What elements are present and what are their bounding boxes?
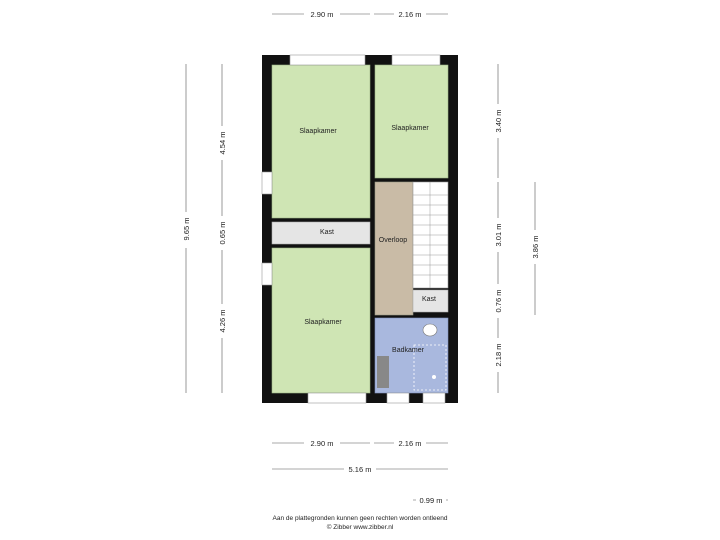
label-kast-left: Kast (320, 229, 334, 236)
label-slaapkamer-bottom-left: Slaapkamer (304, 319, 342, 326)
dim-bottom-right: 2.16 m (399, 439, 422, 448)
label-slaapkamer-top-right: Slaapkamer (391, 125, 429, 132)
dim-left-lower: 4.26 m (218, 310, 227, 333)
toilet (422, 323, 438, 337)
dim-right-1: 3.40 m (494, 110, 503, 133)
dim-right-4: 2.18 m (494, 344, 503, 367)
dim-left-mid: 0.65 m (218, 222, 227, 245)
room-slaapkamer-top-right (374, 64, 449, 179)
stair-steps (413, 182, 448, 288)
room-kast-right (412, 289, 449, 313)
dim-right-3: 0.76 m (494, 290, 503, 313)
room-kast-left (271, 221, 371, 245)
label-badkamer: Badkamer (392, 347, 425, 354)
label-overloop: Overloop (379, 237, 408, 244)
label-slaapkamer-top-left: Slaapkamer (299, 128, 337, 135)
shower (413, 344, 447, 391)
dim-total-width: 5.16 m (349, 465, 372, 474)
windows (261, 54, 446, 404)
dim-bottom-left: 2.90 m (311, 439, 334, 448)
dim-far-right: 3.86 m (531, 236, 540, 259)
shower-drain (432, 375, 436, 379)
dim-total-height: 9.65 m (182, 218, 191, 241)
dim-top-right: 2.16 m (399, 10, 422, 19)
dim-top-left: 2.90 m (311, 10, 334, 19)
dim-right-2: 3.01 m (494, 224, 503, 247)
label-kast-right: Kast (422, 296, 436, 303)
room-slaapkamer-bottom-left (271, 247, 371, 394)
room-overloop (374, 181, 414, 316)
footer-copyright: © Zibber www.zibber.nl (326, 524, 394, 531)
room-slaapkamer-top-left (271, 64, 371, 219)
footer-disclaimer: Aan de plattegronden kunnen geen rechten… (272, 515, 448, 522)
dim-left-upper: 4.54 m (218, 132, 227, 155)
dim-small: 0.99 m (420, 496, 443, 505)
sink (377, 356, 389, 388)
